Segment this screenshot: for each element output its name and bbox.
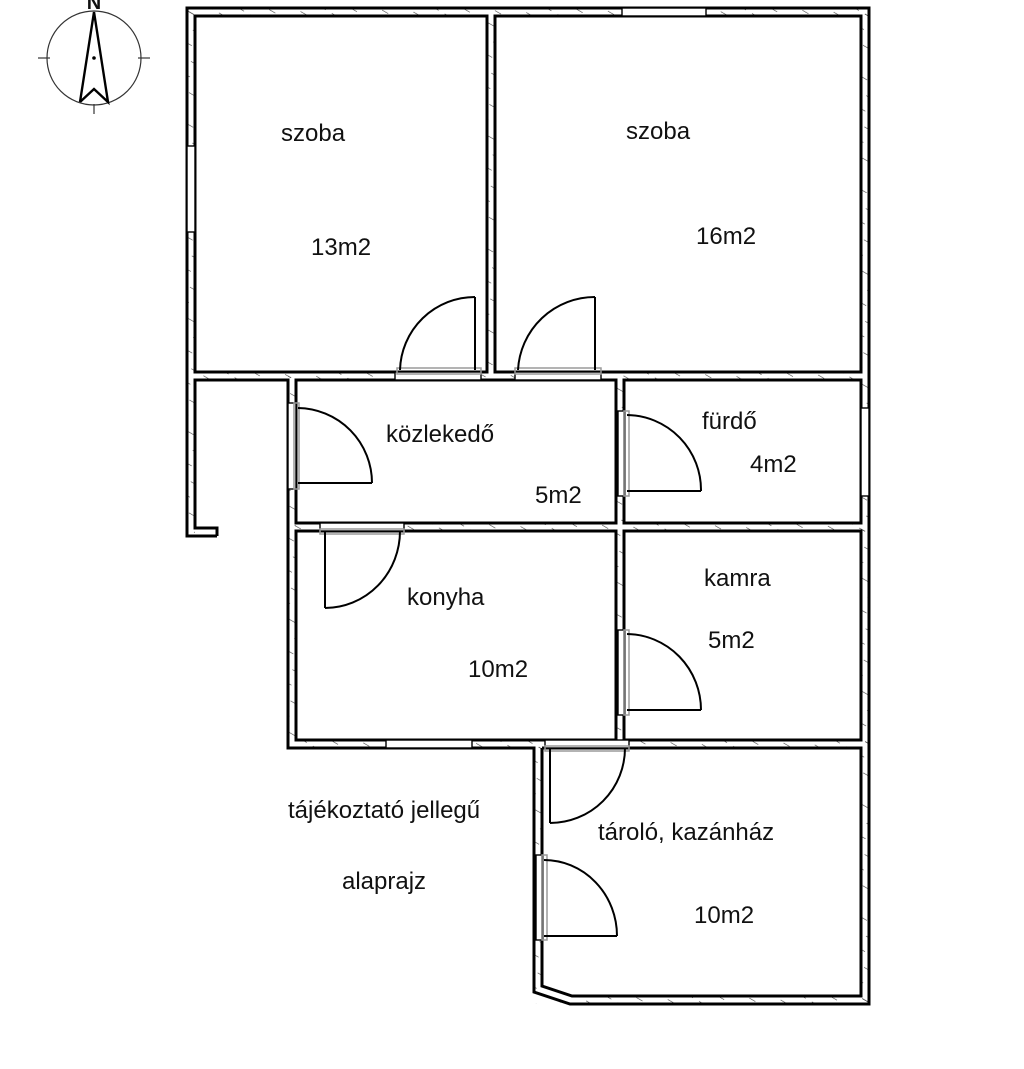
room-name: szoba [281,120,346,147]
window-top [621,7,707,17]
window-konyha [385,739,473,749]
plan-note: tájékoztató jellegű alaprajz [288,797,480,895]
compass-label: N [87,0,101,14]
door-szoba-1 [394,296,482,381]
room-szoba-1: szoba 13m2 [281,120,371,261]
doors [287,295,703,941]
room-furdo: fürdő 4m2 [702,408,797,478]
room-name: tároló, kazánház [598,819,774,846]
wall-outlines [185,6,871,1006]
door-taroló-top [544,739,630,824]
room-name: kamra [704,565,771,592]
room-name: konyha [407,584,485,611]
note-line-2: alaprajz [342,868,426,895]
door-kozlekedo [287,402,373,490]
room-kozlekedo: közlekedő 5m2 [386,421,582,509]
door-konyha [319,522,405,609]
door-furdo [617,410,703,497]
room-area: 4m2 [750,451,797,478]
room-name: fürdő [702,408,757,435]
door-kamra [617,629,702,716]
room-konyha: konyha 10m2 [407,584,528,683]
room-name: közlekedő [386,421,494,448]
room-area: 16m2 [696,223,756,250]
room-area: 13m2 [311,234,371,261]
room-area: 10m2 [694,902,754,929]
room-area: 5m2 [708,627,755,654]
door-taroló-side [535,854,618,941]
room-name: szoba [626,118,691,145]
windows [186,7,870,749]
room-szoba-2: szoba 16m2 [626,118,756,250]
north-arrow-icon: N [38,0,150,114]
room-tarolo: tároló, kazánház 10m2 [598,819,774,929]
room-area: 10m2 [468,656,528,683]
room-kamra: kamra 5m2 [704,565,771,654]
door-szoba-2 [514,295,602,381]
note-line-1: tájékoztató jellegű [288,797,480,824]
room-area: 5m2 [535,482,582,509]
window-right [860,407,870,497]
window-left [186,145,196,233]
